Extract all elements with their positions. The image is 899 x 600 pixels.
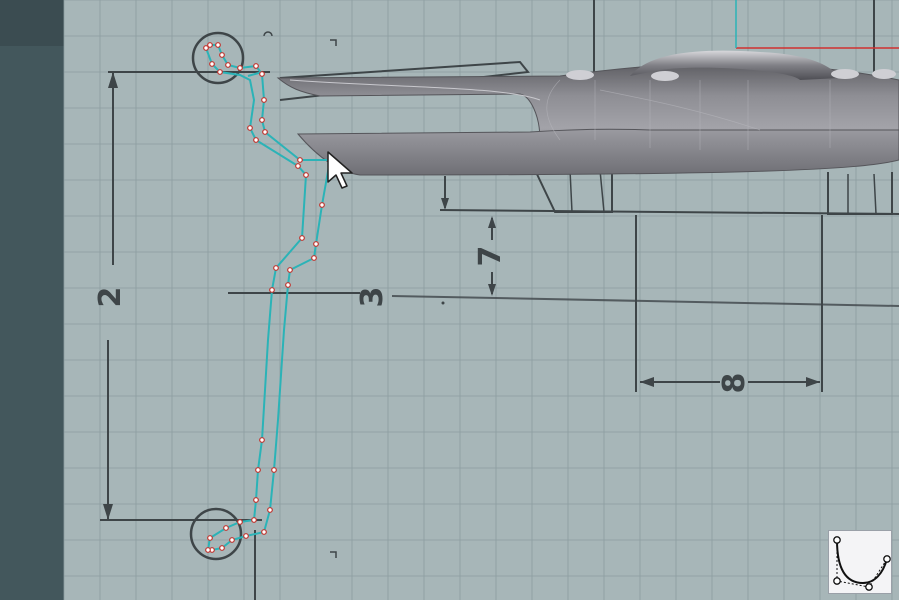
control-point[interactable] xyxy=(209,61,215,67)
3d-model[interactable] xyxy=(276,50,899,176)
dimension-label-3: 3 xyxy=(355,287,390,308)
control-point[interactable] xyxy=(229,537,235,543)
control-point[interactable] xyxy=(259,71,265,77)
construction-grid xyxy=(63,0,899,600)
control-point[interactable] xyxy=(243,533,249,539)
dimension-label-7: 7 xyxy=(473,246,508,267)
control-point[interactable] xyxy=(215,42,221,48)
side-panel-header xyxy=(0,0,64,46)
control-point[interactable] xyxy=(259,117,265,123)
control-point[interactable] xyxy=(319,202,325,208)
control-point[interactable] xyxy=(269,287,275,293)
control-point[interactable] xyxy=(255,467,261,473)
control-point[interactable] xyxy=(311,255,317,261)
control-point[interactable] xyxy=(262,129,268,135)
control-point[interactable] xyxy=(217,69,223,75)
control-point[interactable] xyxy=(219,545,225,551)
dimension-labels: 2 3 7 8 xyxy=(93,246,752,394)
mouse-pointer-icon xyxy=(327,151,353,189)
control-point[interactable] xyxy=(299,235,305,241)
control-point[interactable] xyxy=(207,535,213,541)
control-point[interactable] xyxy=(261,529,267,535)
selected-curve[interactable] xyxy=(205,44,332,551)
side-panel xyxy=(0,0,64,600)
control-point[interactable] xyxy=(203,45,209,51)
curve-control-points-icon xyxy=(833,536,891,591)
control-point[interactable] xyxy=(313,241,319,247)
control-point[interactable] xyxy=(237,519,243,525)
control-point[interactable] xyxy=(267,507,273,513)
control-point[interactable] xyxy=(251,517,257,523)
dimension-label-8: 8 xyxy=(717,373,752,394)
control-point[interactable] xyxy=(205,547,211,553)
control-point[interactable] xyxy=(271,467,277,473)
origin-mark xyxy=(441,301,445,305)
control-point[interactable] xyxy=(247,125,253,131)
dimension-label-2: 2 xyxy=(93,287,128,308)
control-point[interactable] xyxy=(253,137,259,143)
control-point[interactable] xyxy=(295,163,301,169)
curve-control-points[interactable] xyxy=(203,42,333,553)
control-point[interactable] xyxy=(253,497,259,503)
control-point[interactable] xyxy=(297,157,303,163)
control-point[interactable] xyxy=(223,525,229,531)
control-point[interactable] xyxy=(237,65,243,71)
control-point[interactable] xyxy=(207,42,213,48)
curve-tool-widget[interactable] xyxy=(828,530,892,594)
control-point[interactable] xyxy=(303,172,309,178)
control-point[interactable] xyxy=(225,62,231,68)
reference-drawing xyxy=(100,0,899,600)
control-point[interactable] xyxy=(285,282,291,288)
control-point[interactable] xyxy=(259,437,265,443)
control-point[interactable] xyxy=(273,265,279,271)
control-point[interactable] xyxy=(261,97,267,103)
control-point[interactable] xyxy=(287,267,293,273)
control-point[interactable] xyxy=(253,63,259,69)
control-point[interactable] xyxy=(219,52,225,58)
